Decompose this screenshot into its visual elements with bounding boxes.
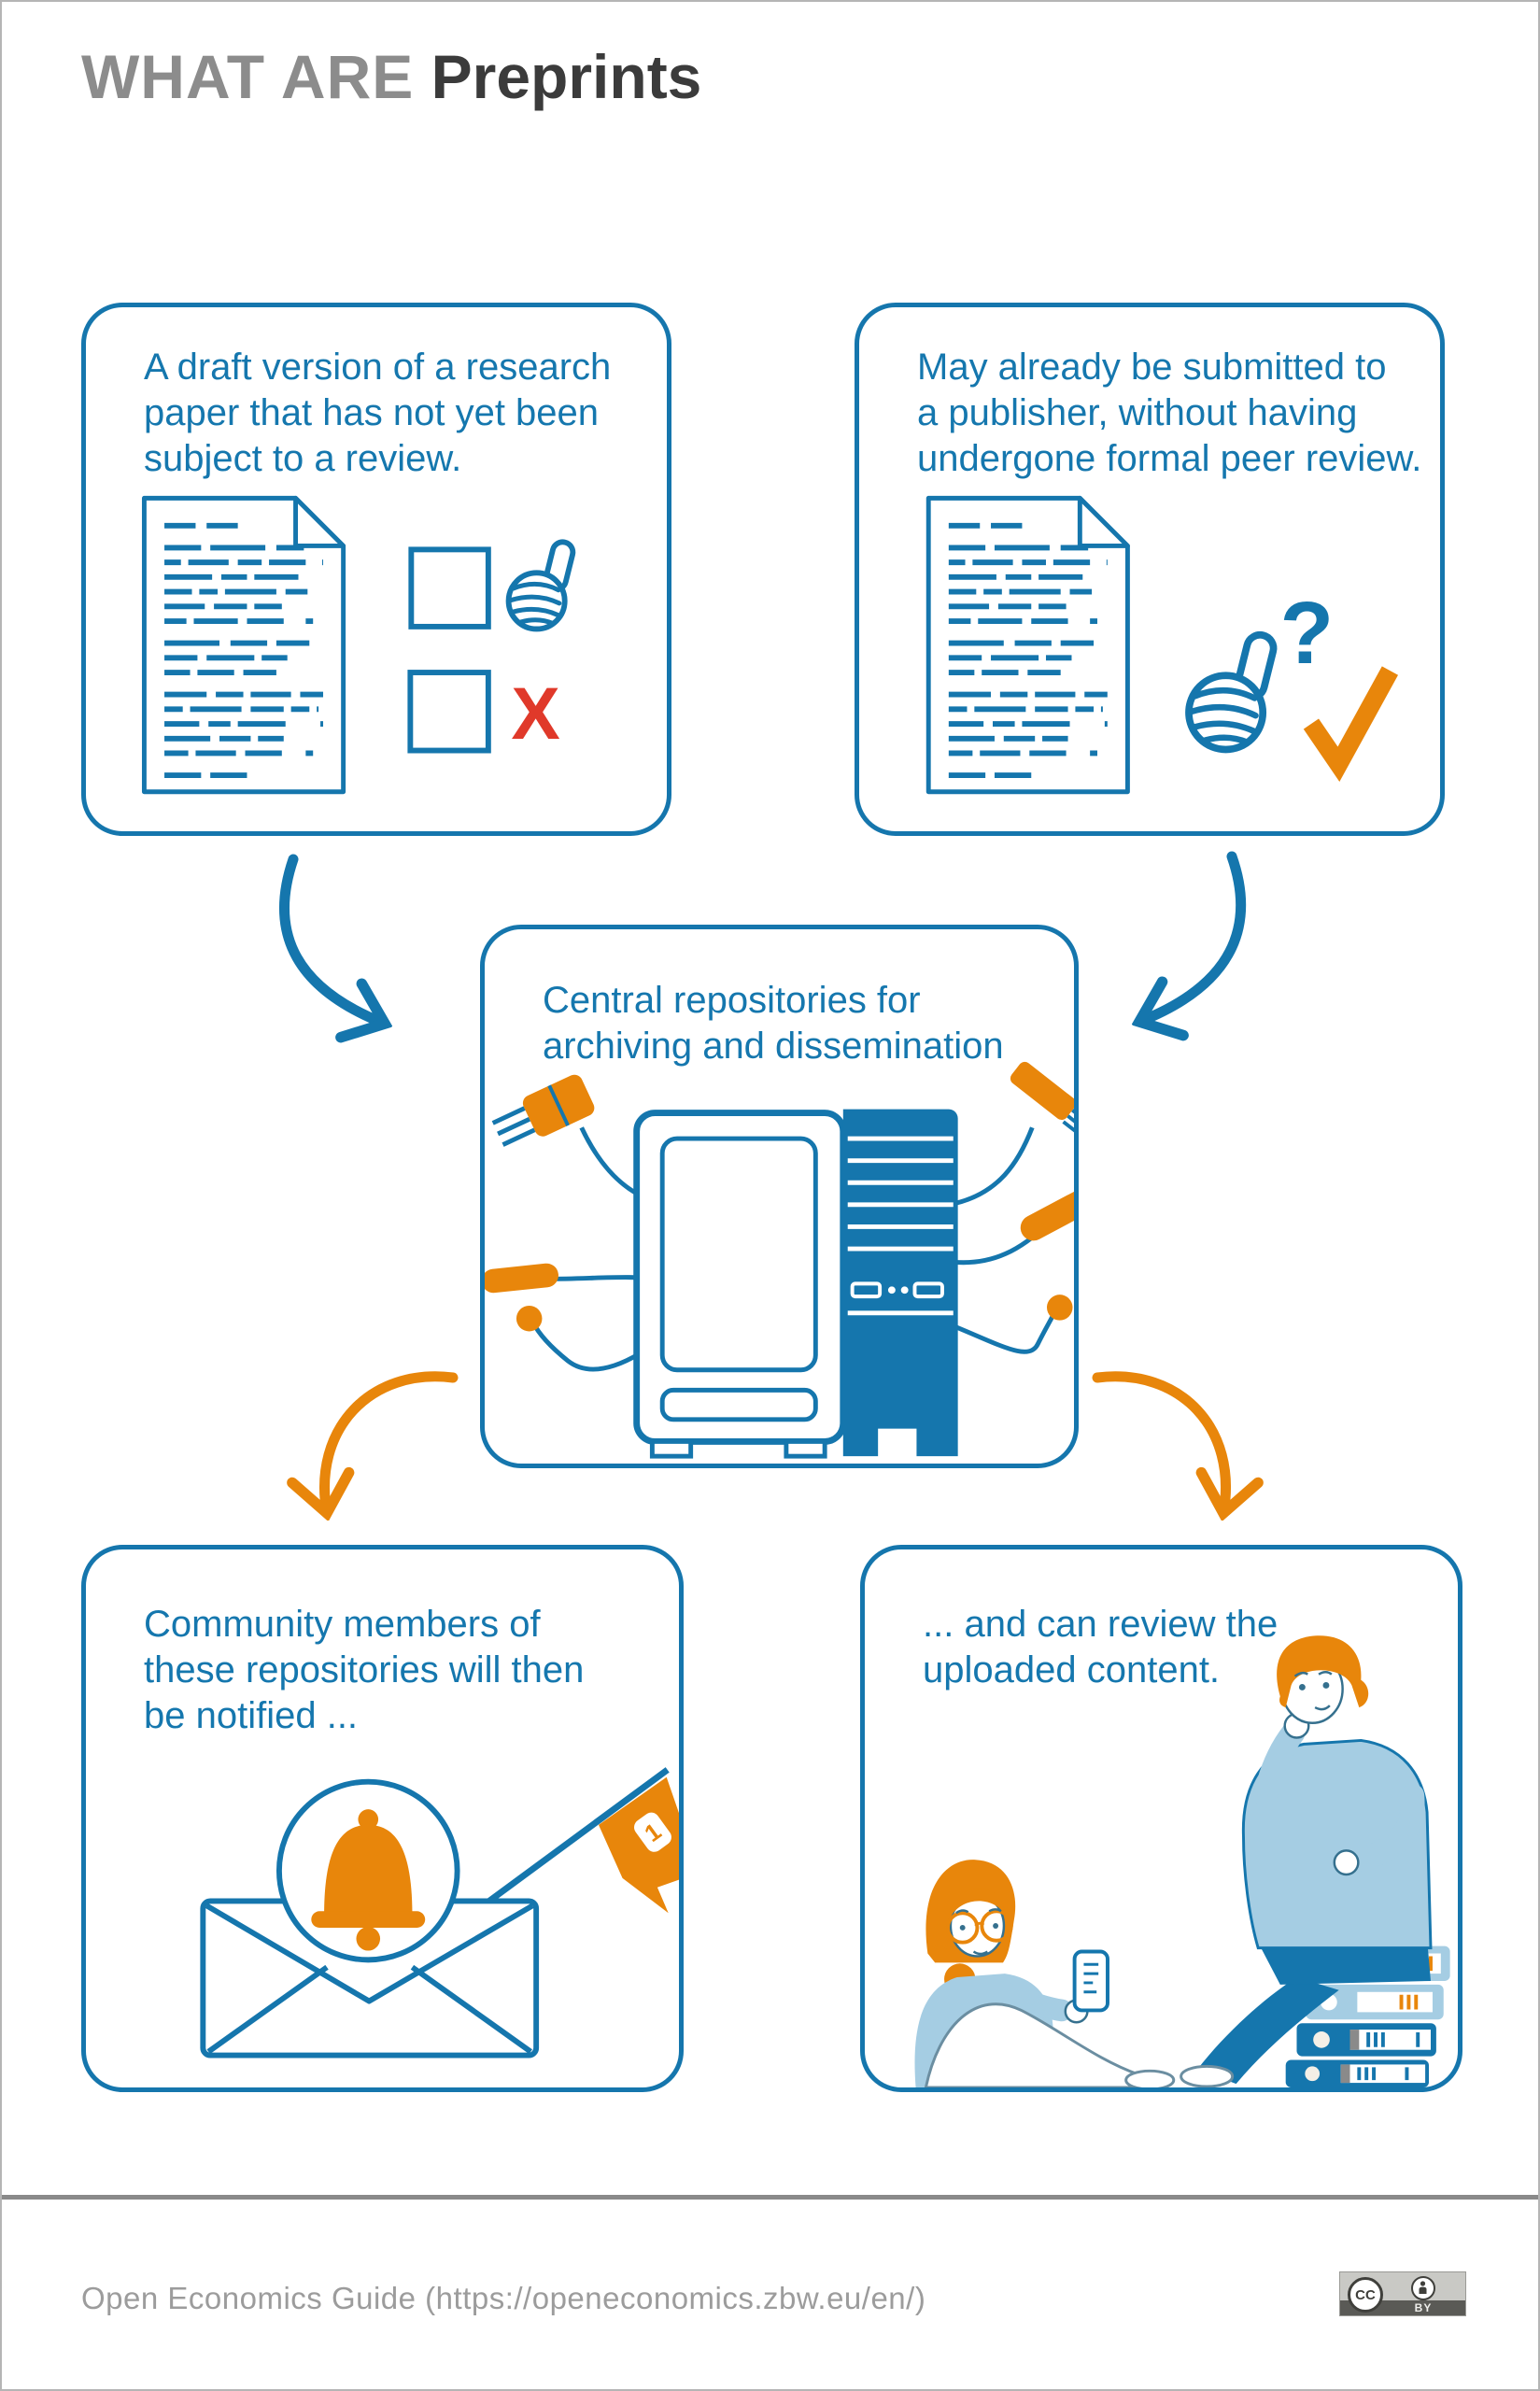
box-community-notified: 1 Community members of these repositorie… bbox=[81, 1545, 684, 2092]
submitted-illustration: ? bbox=[925, 495, 1399, 795]
reader-woman-illustration bbox=[914, 1860, 1176, 2087]
submitted-text: May already be submitted to a publisher,… bbox=[917, 347, 1422, 479]
plug-icon bbox=[491, 1074, 595, 1147]
server-tower bbox=[842, 1109, 958, 1457]
fork-plug-icon bbox=[1010, 1061, 1074, 1143]
reviewer-man-illustration bbox=[1180, 1635, 1433, 2087]
connector-icon bbox=[1020, 1190, 1074, 1241]
review-text: ... and can review the uploaded content. bbox=[923, 1604, 1279, 1691]
box-submitted-definition: ? May already be submitted to a publishe… bbox=[855, 303, 1445, 836]
title-emphasis: Preprints bbox=[431, 42, 702, 111]
thumbs-up-icon bbox=[1185, 630, 1278, 754]
document-icon bbox=[925, 495, 1130, 795]
repositories-text: Central repositories for archiving and d… bbox=[543, 980, 1004, 1067]
connector-icon bbox=[485, 1263, 558, 1294]
envelope-icon bbox=[200, 1898, 540, 2059]
check-icon bbox=[1303, 666, 1399, 783]
cc-by-label: BY bbox=[1414, 2301, 1433, 2314]
arrow-draft-to-repo bbox=[279, 854, 385, 1024]
notification-illustration: 1 bbox=[200, 1767, 679, 2059]
cable-end-dot bbox=[1046, 1295, 1073, 1321]
notified-text: Community members of these repositories … bbox=[144, 1604, 585, 1736]
page-title: WHAT ARE Preprints bbox=[81, 41, 701, 112]
footer-credit: Open Economics Guide (https://openeconom… bbox=[81, 2281, 926, 2315]
reviewers-illustration bbox=[914, 1635, 1450, 2087]
attribution-person-icon bbox=[1411, 2276, 1435, 2300]
checkbox-approve bbox=[408, 546, 491, 630]
checkbox-reject bbox=[407, 670, 491, 754]
draft-text: A draft version of a research paper that… bbox=[144, 347, 612, 479]
bell-icon bbox=[311, 1809, 426, 1951]
thumbs-up-icon bbox=[505, 539, 576, 632]
server-cabinet bbox=[633, 1110, 847, 1459]
box-review-content: ... and can review the uploaded content. bbox=[860, 1545, 1462, 2092]
cc-icon: CC bbox=[1348, 2277, 1383, 2313]
draft-illustration: X bbox=[141, 495, 576, 795]
question-mark-icon: ? bbox=[1280, 584, 1335, 682]
box-central-repositories: Central repositories for archiving and d… bbox=[480, 925, 1079, 1468]
server-illustration bbox=[485, 1061, 1074, 1459]
notification-flag: 1 bbox=[598, 1776, 679, 1914]
arrow-submitted-to-repo bbox=[1139, 851, 1247, 1022]
box-draft-definition: X A draft version of a research paper th… bbox=[81, 303, 671, 836]
document-icon bbox=[141, 495, 346, 795]
phone-icon bbox=[1072, 1949, 1109, 2013]
cross-icon: X bbox=[511, 672, 559, 755]
title-prefix: WHAT ARE bbox=[81, 42, 415, 111]
arrow-repo-to-notified bbox=[325, 1371, 459, 1513]
cable-end-dot bbox=[516, 1305, 543, 1332]
footer-divider bbox=[2, 2195, 1538, 2200]
arrow-repo-to-review bbox=[1092, 1371, 1226, 1513]
cc-by-badge: CC BY bbox=[1339, 2271, 1466, 2316]
